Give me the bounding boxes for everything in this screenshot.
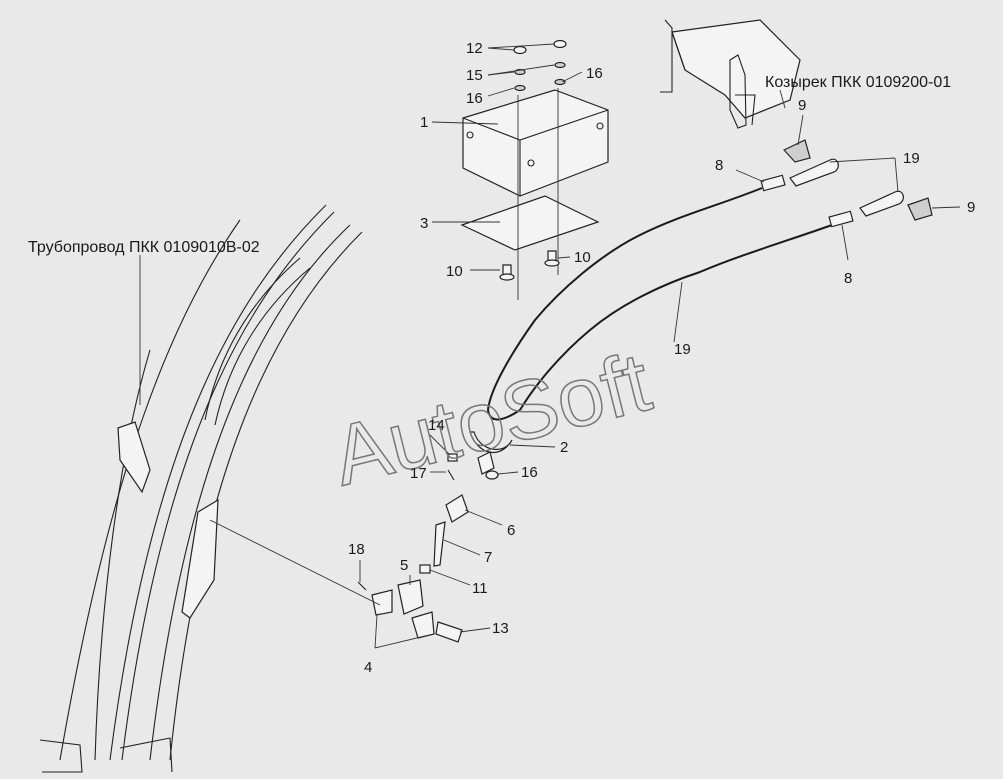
callout-17: 17 (410, 465, 427, 482)
callout-7: 7 (484, 549, 492, 566)
callout-16-top-right: 16 (586, 65, 603, 82)
linkage-parts-2-to-18 (357, 431, 513, 643)
callout-16-top-left: 16 (466, 90, 483, 107)
callout-9-right: 9 (967, 199, 975, 216)
plate-part-3 (460, 195, 600, 251)
callout-19-lower: 19 (674, 341, 691, 358)
visor-assembly (660, 19, 801, 129)
callout-10-left: 10 (446, 263, 463, 280)
callout-15: 15 (466, 67, 483, 84)
callout-2: 2 (560, 439, 568, 456)
bolts-part-10 (499, 250, 560, 281)
callout-5: 5 (400, 557, 408, 574)
callout-19-upper: 19 (903, 150, 920, 167)
washers-nuts-12-15-16 (513, 39, 567, 300)
callout-1: 1 (420, 114, 428, 131)
callout-6: 6 (507, 522, 515, 539)
callout-13: 13 (492, 620, 509, 637)
callout-18: 18 (348, 541, 365, 558)
leader-lines (139, 43, 961, 649)
callout-3: 3 (420, 215, 428, 232)
visor-caption: Козырек ПКК 0109200-01 (765, 74, 951, 91)
callout-8-lower: 8 (844, 270, 852, 287)
cable-assembly-part-19 (486, 139, 933, 421)
cover-box-part-1 (462, 89, 609, 197)
callout-14: 14 (428, 417, 445, 434)
callout-4: 4 (364, 659, 372, 676)
callout-16-lower: 16 (521, 464, 538, 481)
callout-9-upper: 9 (798, 97, 806, 114)
callout-12: 12 (466, 40, 483, 57)
callout-10-right: 10 (574, 249, 591, 266)
pipe-caption: Трубопровод ПКК 0109010В-02 (28, 239, 260, 256)
callout-8-upper: 8 (715, 157, 723, 174)
boom-pipe-assembly (39, 204, 363, 773)
callout-11: 11 (472, 580, 488, 597)
